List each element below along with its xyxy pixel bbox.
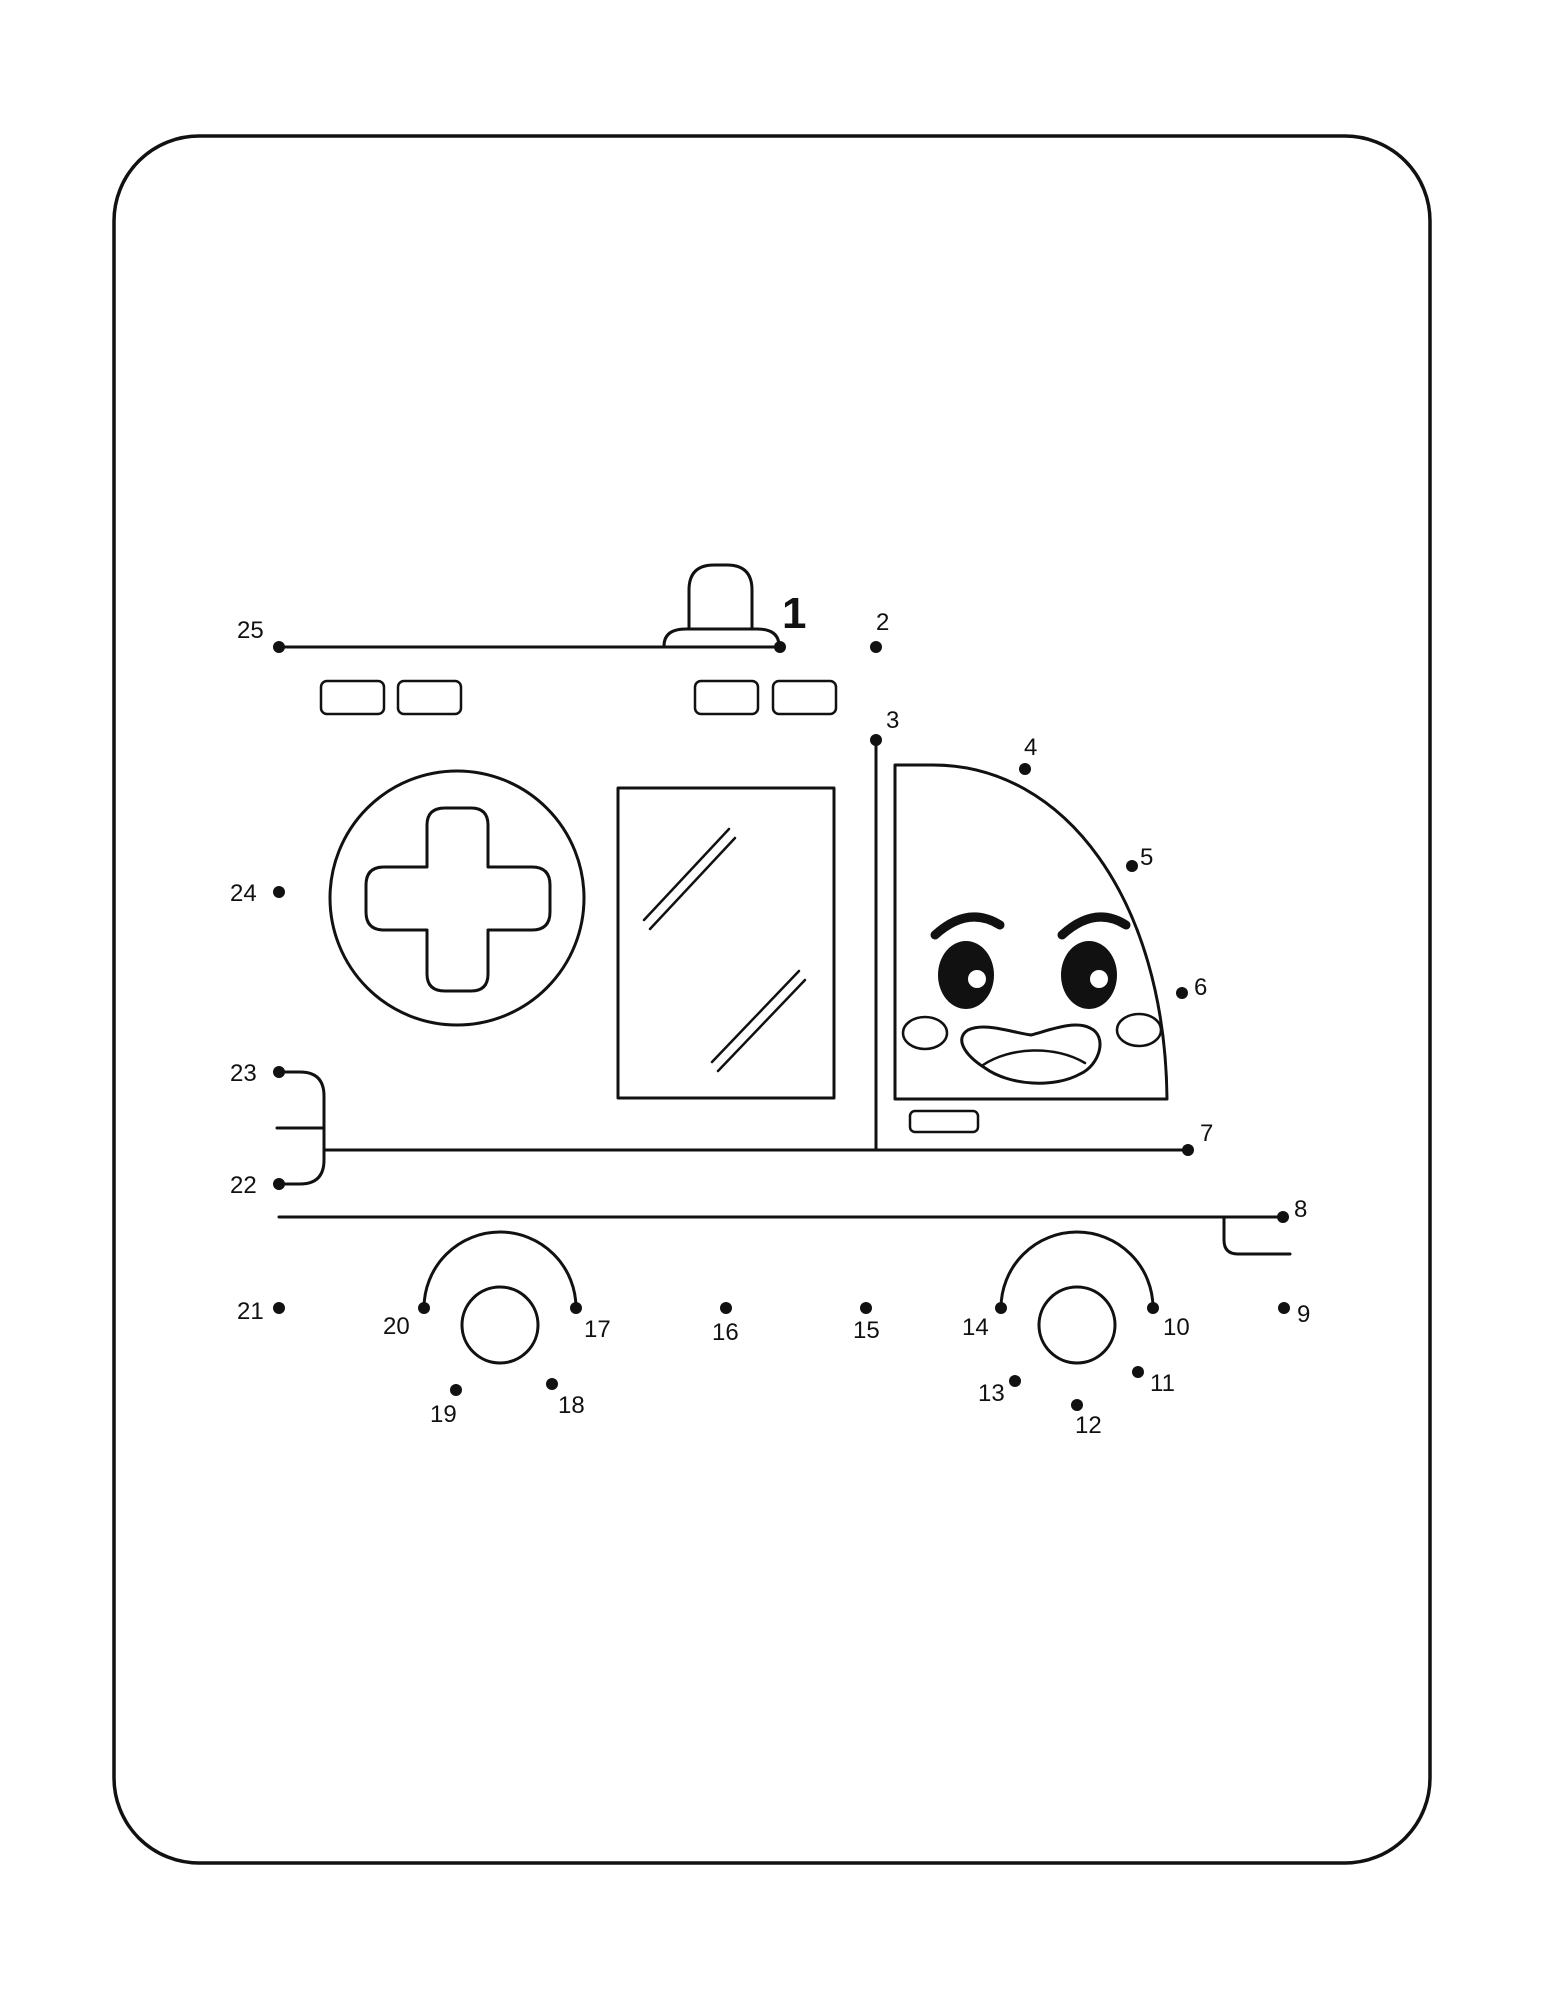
dot-number-label: 3 xyxy=(886,707,899,734)
dot-marker xyxy=(870,734,882,746)
dot-marker xyxy=(273,1178,285,1190)
wheel-hub-front xyxy=(1037,1285,1117,1365)
dot-number-label: 13 xyxy=(978,1380,1005,1407)
dot-7: 7 xyxy=(1182,1120,1213,1156)
dot-21: 21 xyxy=(237,1298,285,1325)
dot-number-label: 22 xyxy=(230,1172,257,1199)
dot-3: 3 xyxy=(870,707,899,746)
dot-25: 25 xyxy=(237,617,285,653)
dot-number-label: 18 xyxy=(558,1392,585,1419)
top-light xyxy=(771,679,838,716)
dot-number-label: 24 xyxy=(230,880,257,907)
dot-number-label: 4 xyxy=(1024,734,1037,761)
dot-marker xyxy=(1277,1211,1289,1223)
dot-marker xyxy=(1126,860,1138,872)
dot-24: 24 xyxy=(230,880,285,907)
dot-marker xyxy=(1278,1302,1290,1314)
dot-number-label: 25 xyxy=(237,617,264,644)
front-bumper xyxy=(1222,1215,1292,1256)
dot-number-label: 12 xyxy=(1075,1412,1102,1439)
dot-marker xyxy=(546,1378,558,1390)
dot-15: 15 xyxy=(853,1302,880,1344)
wheel-hub-rear xyxy=(460,1285,540,1365)
dot-10: 10 xyxy=(1147,1302,1190,1341)
dot-20: 20 xyxy=(383,1302,430,1340)
dot-marker xyxy=(1132,1366,1144,1378)
dot-12: 12 xyxy=(1071,1399,1102,1439)
dot-marker xyxy=(1019,763,1031,775)
dot-number-label: 8 xyxy=(1294,1196,1307,1223)
siren-light-icon xyxy=(662,563,781,648)
dot-number-label: 20 xyxy=(383,1313,410,1340)
wheel-arch-rear xyxy=(422,1230,578,1310)
dot-number-label: 23 xyxy=(230,1060,257,1087)
dot-22: 22 xyxy=(230,1172,285,1199)
top-light xyxy=(396,679,463,716)
dot-marker xyxy=(418,1302,430,1314)
dot-2: 2 xyxy=(870,609,889,653)
dot-number-label: 9 xyxy=(1297,1301,1310,1328)
smiling-face-icon xyxy=(893,763,1169,1101)
dot-number-label: 5 xyxy=(1140,844,1153,871)
dot-marker xyxy=(774,641,786,653)
wheel-arch-front xyxy=(999,1230,1155,1310)
dot-1: 1 xyxy=(774,589,806,653)
dot-9: 9 xyxy=(1278,1301,1310,1328)
medical-cross-icon xyxy=(328,769,586,1027)
dot-13: 13 xyxy=(978,1375,1021,1407)
top-light xyxy=(319,679,386,716)
dot-5: 5 xyxy=(1126,844,1153,872)
dot-number-label: 15 xyxy=(853,1317,880,1344)
dot-marker xyxy=(720,1302,732,1314)
dot-number-label: 19 xyxy=(430,1401,457,1428)
side-window xyxy=(616,786,836,1100)
page-frame xyxy=(112,134,1432,1865)
dot-6: 6 xyxy=(1176,974,1207,1001)
dot-17: 17 xyxy=(570,1302,611,1343)
dot-number-label: 1 xyxy=(782,589,806,638)
dot-number-label: 11 xyxy=(1150,1370,1175,1397)
dot-14: 14 xyxy=(962,1302,1007,1341)
top-light xyxy=(693,679,760,716)
dot-marker xyxy=(860,1302,872,1314)
dot-marker xyxy=(1176,987,1188,999)
dot-marker xyxy=(273,1302,285,1314)
dot-number-label: 21 xyxy=(237,1298,264,1325)
dot-marker xyxy=(995,1302,1007,1314)
dot-number-label: 6 xyxy=(1194,974,1207,1001)
dot-marker xyxy=(1182,1144,1194,1156)
dot-19: 19 xyxy=(430,1384,462,1428)
dot-8: 8 xyxy=(1277,1196,1307,1223)
dot-marker xyxy=(1147,1302,1159,1314)
dot-number-label: 14 xyxy=(962,1314,989,1341)
dot-number-label: 10 xyxy=(1163,1314,1190,1341)
dot-18: 18 xyxy=(546,1378,585,1419)
dot-marker xyxy=(570,1302,582,1314)
dot-marker xyxy=(870,641,882,653)
dot-16: 16 xyxy=(712,1302,739,1346)
dot-marker xyxy=(1009,1375,1021,1387)
ambulance-outline xyxy=(275,563,1292,1365)
dot-number-label: 2 xyxy=(876,609,889,636)
dot-marker xyxy=(450,1384,462,1396)
dot-4: 4 xyxy=(1019,734,1037,775)
dot-23: 23 xyxy=(230,1060,285,1087)
door-handle xyxy=(908,1109,980,1134)
dot-11: 11 xyxy=(1132,1366,1175,1397)
dot-number-label: 7 xyxy=(1200,1120,1213,1147)
dot-number-label: 16 xyxy=(712,1319,739,1346)
dot-marker xyxy=(273,1066,285,1078)
dot-marker xyxy=(273,641,285,653)
dot-marker xyxy=(273,886,285,898)
dot-number-label: 17 xyxy=(584,1316,611,1343)
dot-marker xyxy=(1071,1399,1083,1411)
